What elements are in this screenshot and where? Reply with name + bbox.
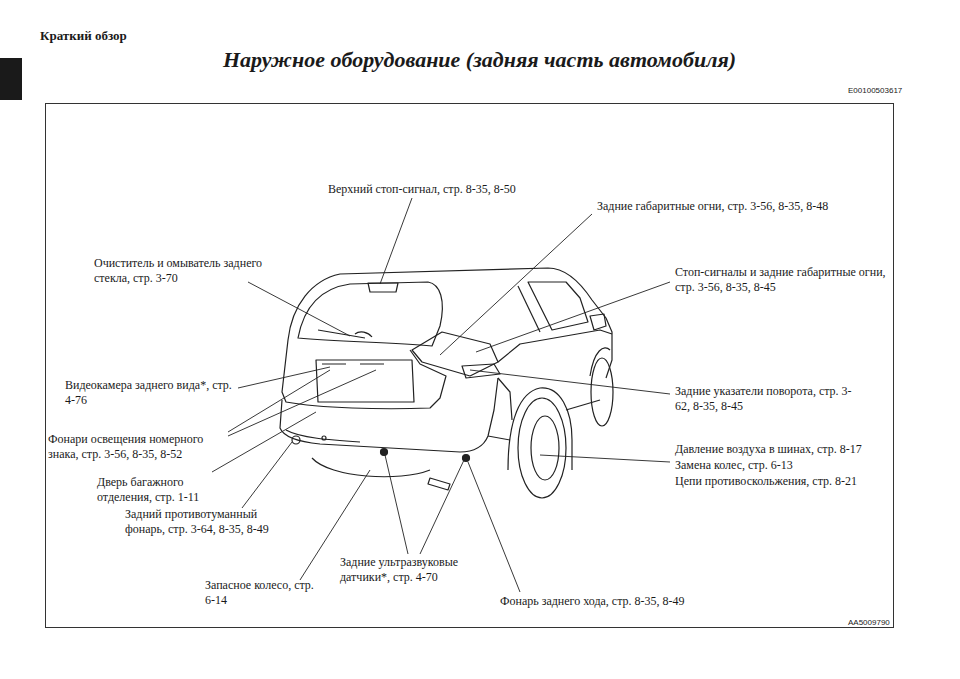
callout-label: Задний противотуманный фонарь, стр. 3-64… xyxy=(125,507,297,537)
callout-label: Задние указатели поворота, стр. 3-62, 8-… xyxy=(675,384,855,414)
callout-label: Цепи противоскольжения, стр. 8-21 xyxy=(675,474,905,489)
callout-label: Задние ультразвуковые датчики*, стр. 4-7… xyxy=(340,555,482,585)
page-title: Наружное оборудование (задняя часть авто… xyxy=(223,52,736,67)
callout-label: Фонарь заднего хода, стр. 8-35, 8-49 xyxy=(500,594,740,609)
callout-label: Очиститель и омыватель заднего стекла, с… xyxy=(94,256,294,286)
callout-label: Верхний стоп-сигнал, стр. 8-35, 8-50 xyxy=(328,182,568,197)
callout-label: Фонари освещения номерного знака, стр. 3… xyxy=(48,432,228,462)
section-header: Краткий обзор xyxy=(40,28,127,43)
callout-label: Запасное колесо, стр. 6-14 xyxy=(205,578,315,608)
code-number: AA5009790 xyxy=(848,615,890,630)
callout-label: Видеокамера заднего вида*, стр. 4-76 xyxy=(65,378,240,408)
code-number: E00100503617 xyxy=(848,83,902,98)
callout-label: Задние габаритные огни, стр. 3-56, 8-35,… xyxy=(597,199,877,214)
callout-label: Давление воздуха в шинах, стр. 8-17 xyxy=(675,442,905,457)
callout-label: Стоп-сигналы и задние габаритные огни, с… xyxy=(675,265,897,295)
callout-label: Замена колес, стр. 6-13 xyxy=(675,458,905,473)
callout-label: Дверь багажного отделения, стр. 1-11 xyxy=(97,475,217,505)
